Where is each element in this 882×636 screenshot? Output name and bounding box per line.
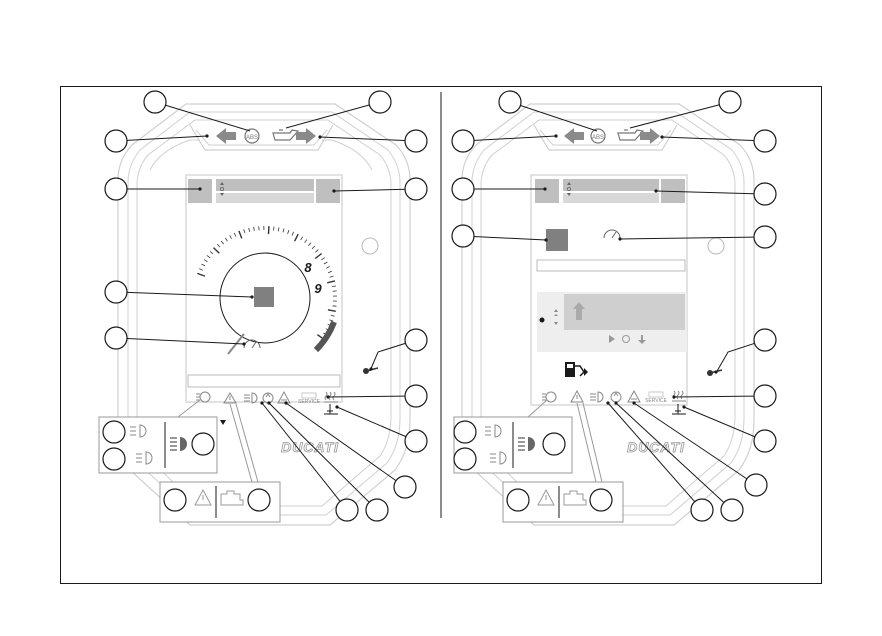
service-label: SERVICE xyxy=(645,398,668,404)
turn-left-icon xyxy=(216,128,236,144)
callout-marker xyxy=(754,183,776,205)
tacho-number-9: 9 xyxy=(314,281,322,296)
callout-marker xyxy=(405,385,427,407)
temperature-icon xyxy=(324,404,338,414)
callout-marker xyxy=(452,225,474,247)
tacho-number-8: 8 xyxy=(304,260,312,275)
callout-marker xyxy=(394,476,416,498)
dashboard-left: ABS 8 9 xyxy=(99,104,410,525)
callout-marker xyxy=(164,489,186,511)
callout-marker xyxy=(454,421,476,443)
callout-marker xyxy=(248,489,270,511)
callout-marker xyxy=(336,499,358,521)
callout-marker xyxy=(745,474,767,496)
display-screen xyxy=(531,175,687,405)
gear-box xyxy=(546,229,568,251)
callout-marker xyxy=(105,130,127,152)
brand-logo: DUCATI xyxy=(281,439,339,455)
callout-marker xyxy=(103,421,125,443)
callout-marker xyxy=(105,327,127,349)
dashboard-right: ABS xyxy=(454,104,754,525)
callout-marker xyxy=(691,499,713,521)
callout-marker xyxy=(105,178,127,200)
callout-marker xyxy=(405,178,427,200)
turn-left-icon xyxy=(564,128,584,144)
callout-marker xyxy=(405,430,427,452)
callout-marker xyxy=(192,433,214,455)
abs-icon: ABS xyxy=(591,129,605,143)
callout-marker xyxy=(452,130,474,152)
abs-icon: ABS xyxy=(245,129,259,143)
selection-dot xyxy=(540,318,545,323)
callout-marker xyxy=(754,130,776,152)
callout-marker xyxy=(452,178,474,200)
tacho-tick xyxy=(274,227,275,231)
callout-marker xyxy=(754,226,776,248)
service-label: SERVICE xyxy=(298,399,321,405)
top-left-box xyxy=(188,179,212,203)
callout-marker xyxy=(405,329,427,351)
callout-marker xyxy=(366,499,388,521)
callout-marker xyxy=(103,448,125,470)
callout-marker xyxy=(499,91,521,113)
callout-marker xyxy=(369,91,391,113)
side-button xyxy=(362,238,378,254)
brand-logo: DUCATI xyxy=(627,439,685,455)
oil-pressure-icon xyxy=(273,130,298,140)
svg-text:ABS: ABS xyxy=(246,135,258,141)
callout-marker xyxy=(454,448,476,470)
side-button xyxy=(708,238,724,254)
key-icon xyxy=(707,370,722,376)
callout-marker xyxy=(754,329,776,351)
top-bar xyxy=(216,179,314,191)
callout-marker xyxy=(507,489,529,511)
callout-marker xyxy=(144,91,166,113)
callout-marker xyxy=(590,489,612,511)
turn-right-icon xyxy=(296,128,316,144)
oil-pressure-icon xyxy=(618,130,643,140)
callout-marker xyxy=(105,281,127,303)
callout-marker xyxy=(405,130,427,152)
top-bar xyxy=(563,179,659,191)
svg-text:ABS: ABS xyxy=(592,135,604,141)
callout-marker xyxy=(754,385,776,407)
gear-box xyxy=(254,287,274,307)
callout-marker xyxy=(721,499,743,521)
callout-marker xyxy=(754,430,776,452)
callout-marker xyxy=(719,91,741,113)
callout-marker xyxy=(543,433,565,455)
top-left-box xyxy=(535,179,559,203)
